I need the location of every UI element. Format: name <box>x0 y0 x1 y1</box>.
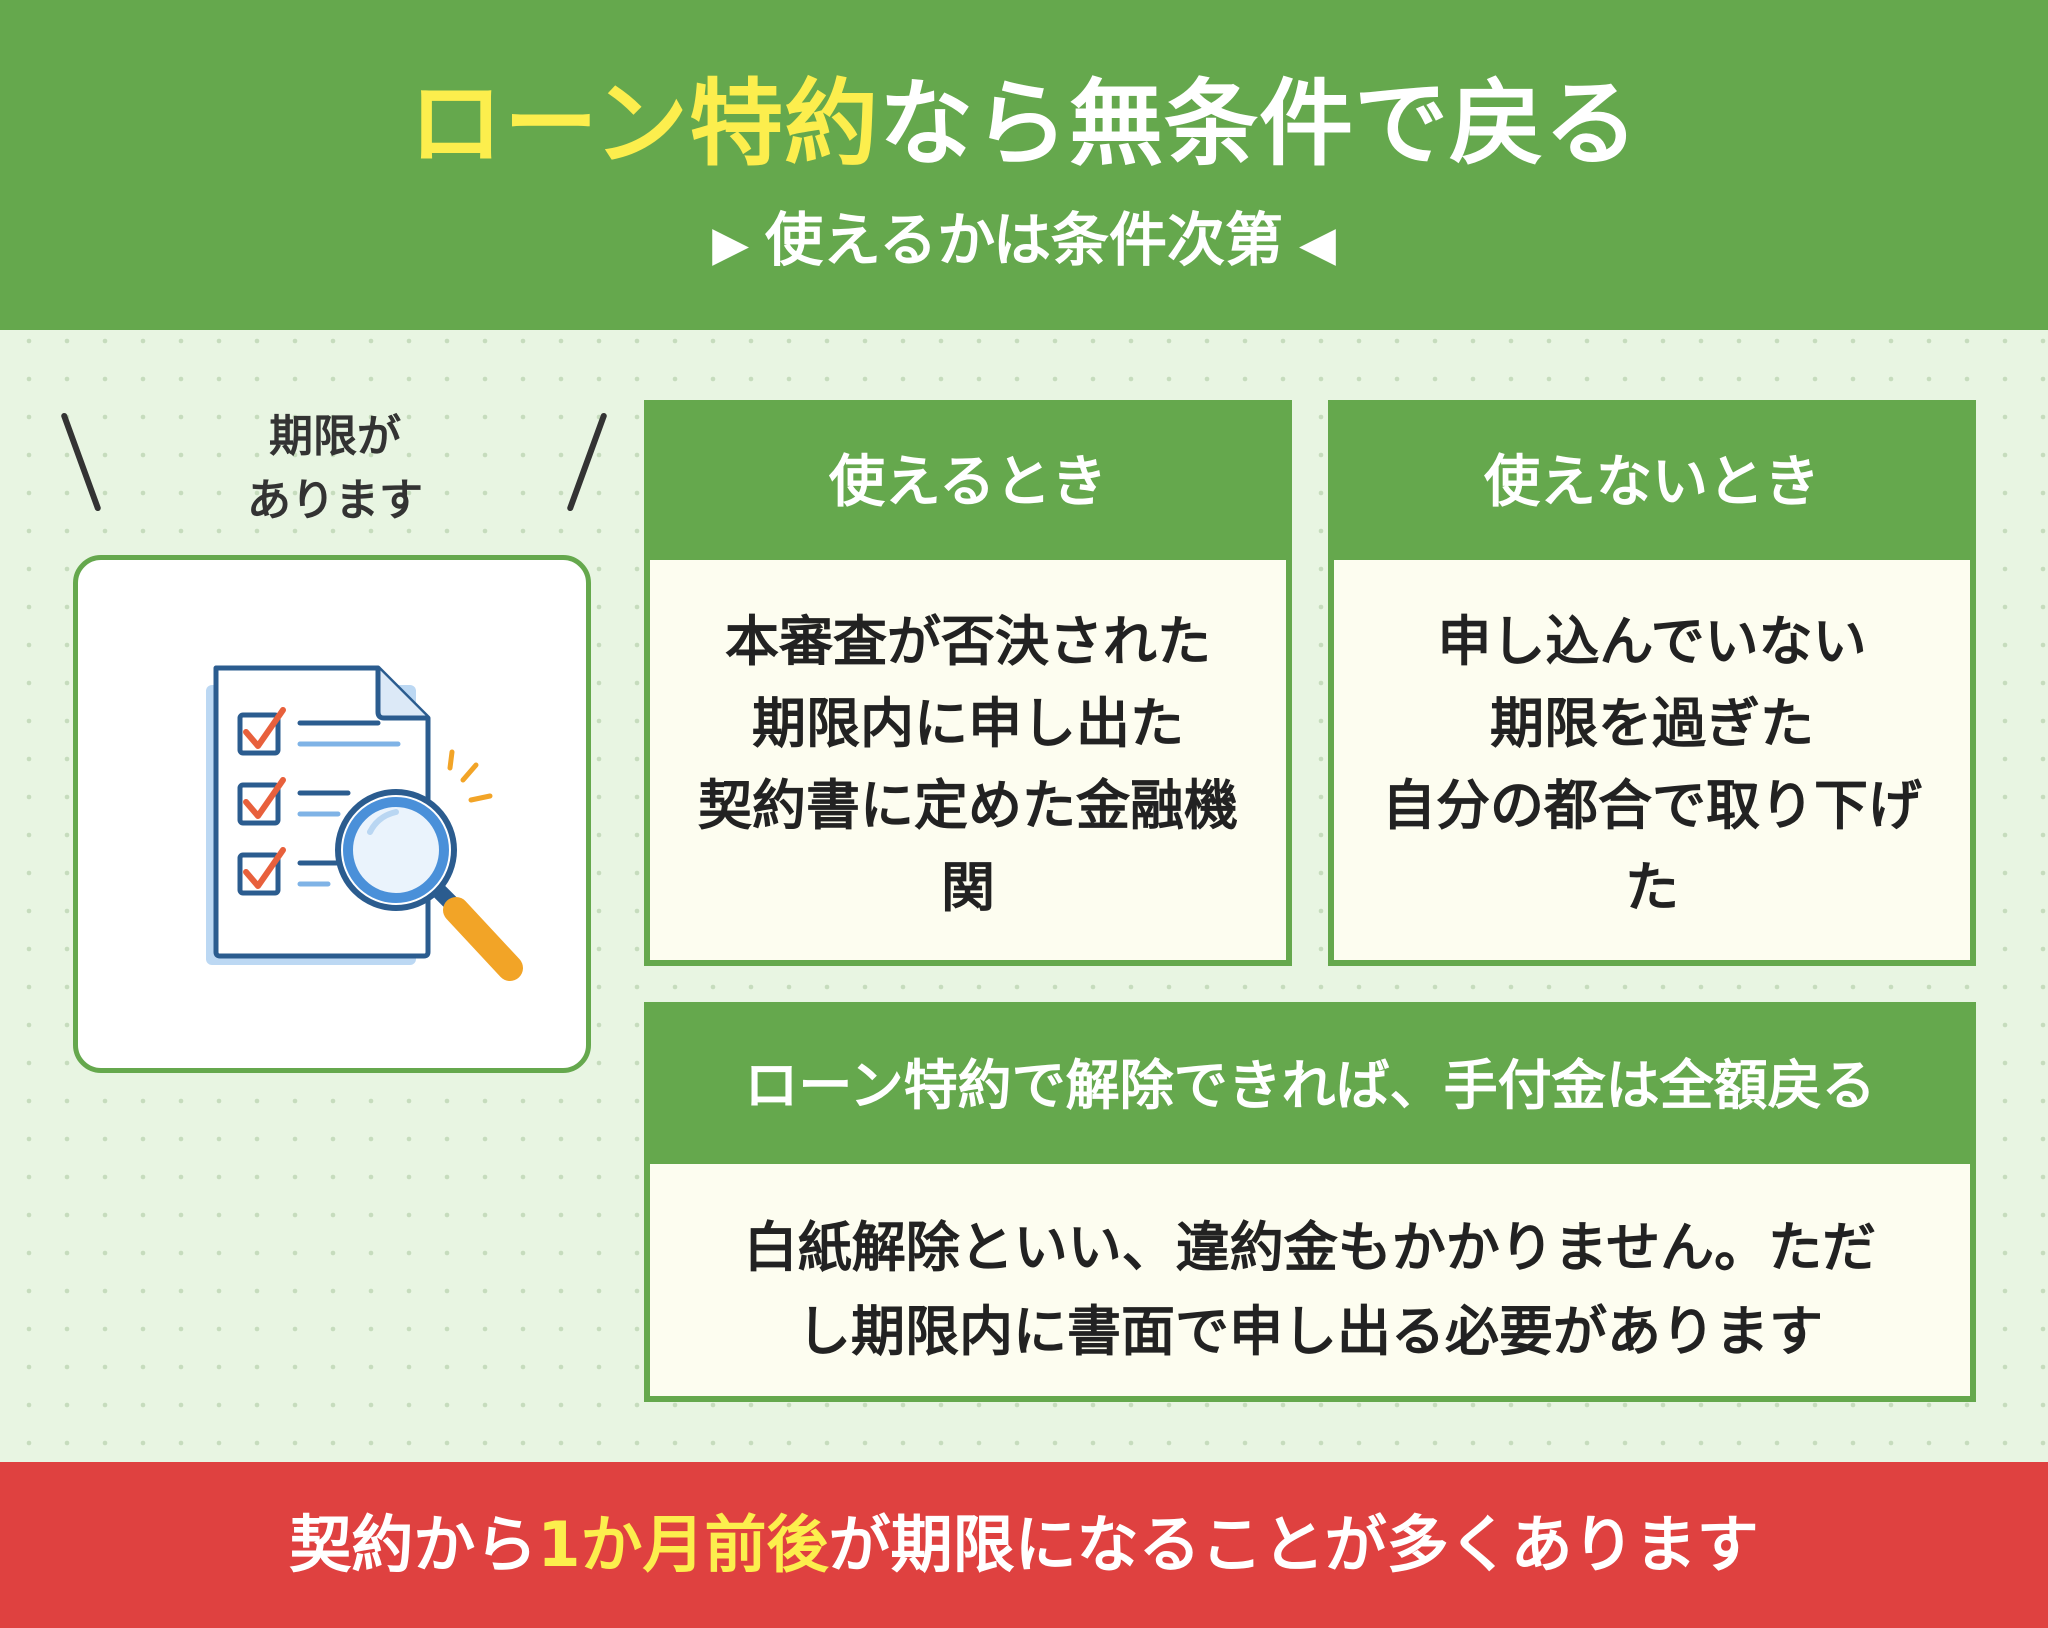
footer-text-before: 契約から <box>289 1508 538 1581</box>
card-usable-line: 関 <box>941 856 995 919</box>
card-unusable-body: 申し込んでいない 期限を過ぎた 自分の都合で取り下げ た <box>1334 601 1970 929</box>
callout-line: 期限が <box>269 411 401 462</box>
card-usable-body: 本審査が否決された 期限内に申し出た 契約書に定めた金融機 関 <box>650 601 1286 929</box>
illustration-box <box>73 555 591 1073</box>
page-title: ローン特約なら無条件で戻る <box>0 70 2048 180</box>
emphasis-slash-left <box>60 412 102 512</box>
footer-highlight: 1か月前後 <box>537 1508 829 1581</box>
card-usable-line: 契約書に定めた金融機 <box>698 774 1238 837</box>
subtitle-text: 使えるかは条件次第 <box>765 206 1283 274</box>
subtitle-right-marker: ◀ <box>1298 216 1336 272</box>
card-usable-title: 使えるとき <box>650 406 1286 560</box>
card-note: ローン特約で解除できれば、手付金は全額戻る 白紙解除といい、違約金もかかりません… <box>644 1002 1976 1402</box>
title-highlight: ローン特約 <box>408 70 880 179</box>
card-note-title: ローン特約で解除できれば、手付金は全額戻る <box>650 1008 1970 1164</box>
card-unusable-title: 使えないとき <box>1334 406 1970 560</box>
card-unusable-line: 期限を過ぎた <box>1490 692 1814 755</box>
card-unusable-line: 自分の都合で取り下げ <box>1382 774 1922 837</box>
subtitle-left-marker: ▶ <box>712 216 750 272</box>
card-unusable-line: 申し込んでいない <box>1437 610 1867 673</box>
page-subtitle: ▶ 使えるかは条件次第 ◀ <box>0 205 2048 279</box>
card-usable: 使えるとき 本審査が否決された 期限内に申し出た 契約書に定めた金融機 関 <box>644 400 1292 966</box>
card-note-body: 白紙解除といい、違約金もかかりません。ただ し期限内に書面で申し出る必要がありま… <box>650 1206 1970 1374</box>
header-banner: ローン特約なら無条件で戻る ▶ 使えるかは条件次第 ◀ <box>0 0 2048 330</box>
card-note-line: し期限内に書面で申し出る必要があります <box>797 1300 1823 1363</box>
title-rest: なら無条件で戻る <box>879 70 1640 179</box>
deadline-callout: 期限が あります <box>180 405 490 533</box>
footer-text-after: が期限になることが多くあります <box>828 1508 1759 1581</box>
card-usable-line: 本審査が否決された <box>725 610 1211 673</box>
card-unusable-line: た <box>1625 856 1679 919</box>
emphasis-slash-right <box>566 412 608 512</box>
card-usable-line: 期限内に申し出た <box>752 692 1184 755</box>
footer-banner: 契約から1か月前後が期限になることが多くあります <box>0 1462 2048 1628</box>
callout-line: あります <box>247 475 423 526</box>
card-note-line: 白紙解除といい、違約金もかかりません。ただ <box>743 1216 1877 1279</box>
card-unusable: 使えないとき 申し込んでいない 期限を過ぎた 自分の都合で取り下げ た <box>1328 400 1976 966</box>
document-checklist-magnifier-icon <box>206 665 523 981</box>
